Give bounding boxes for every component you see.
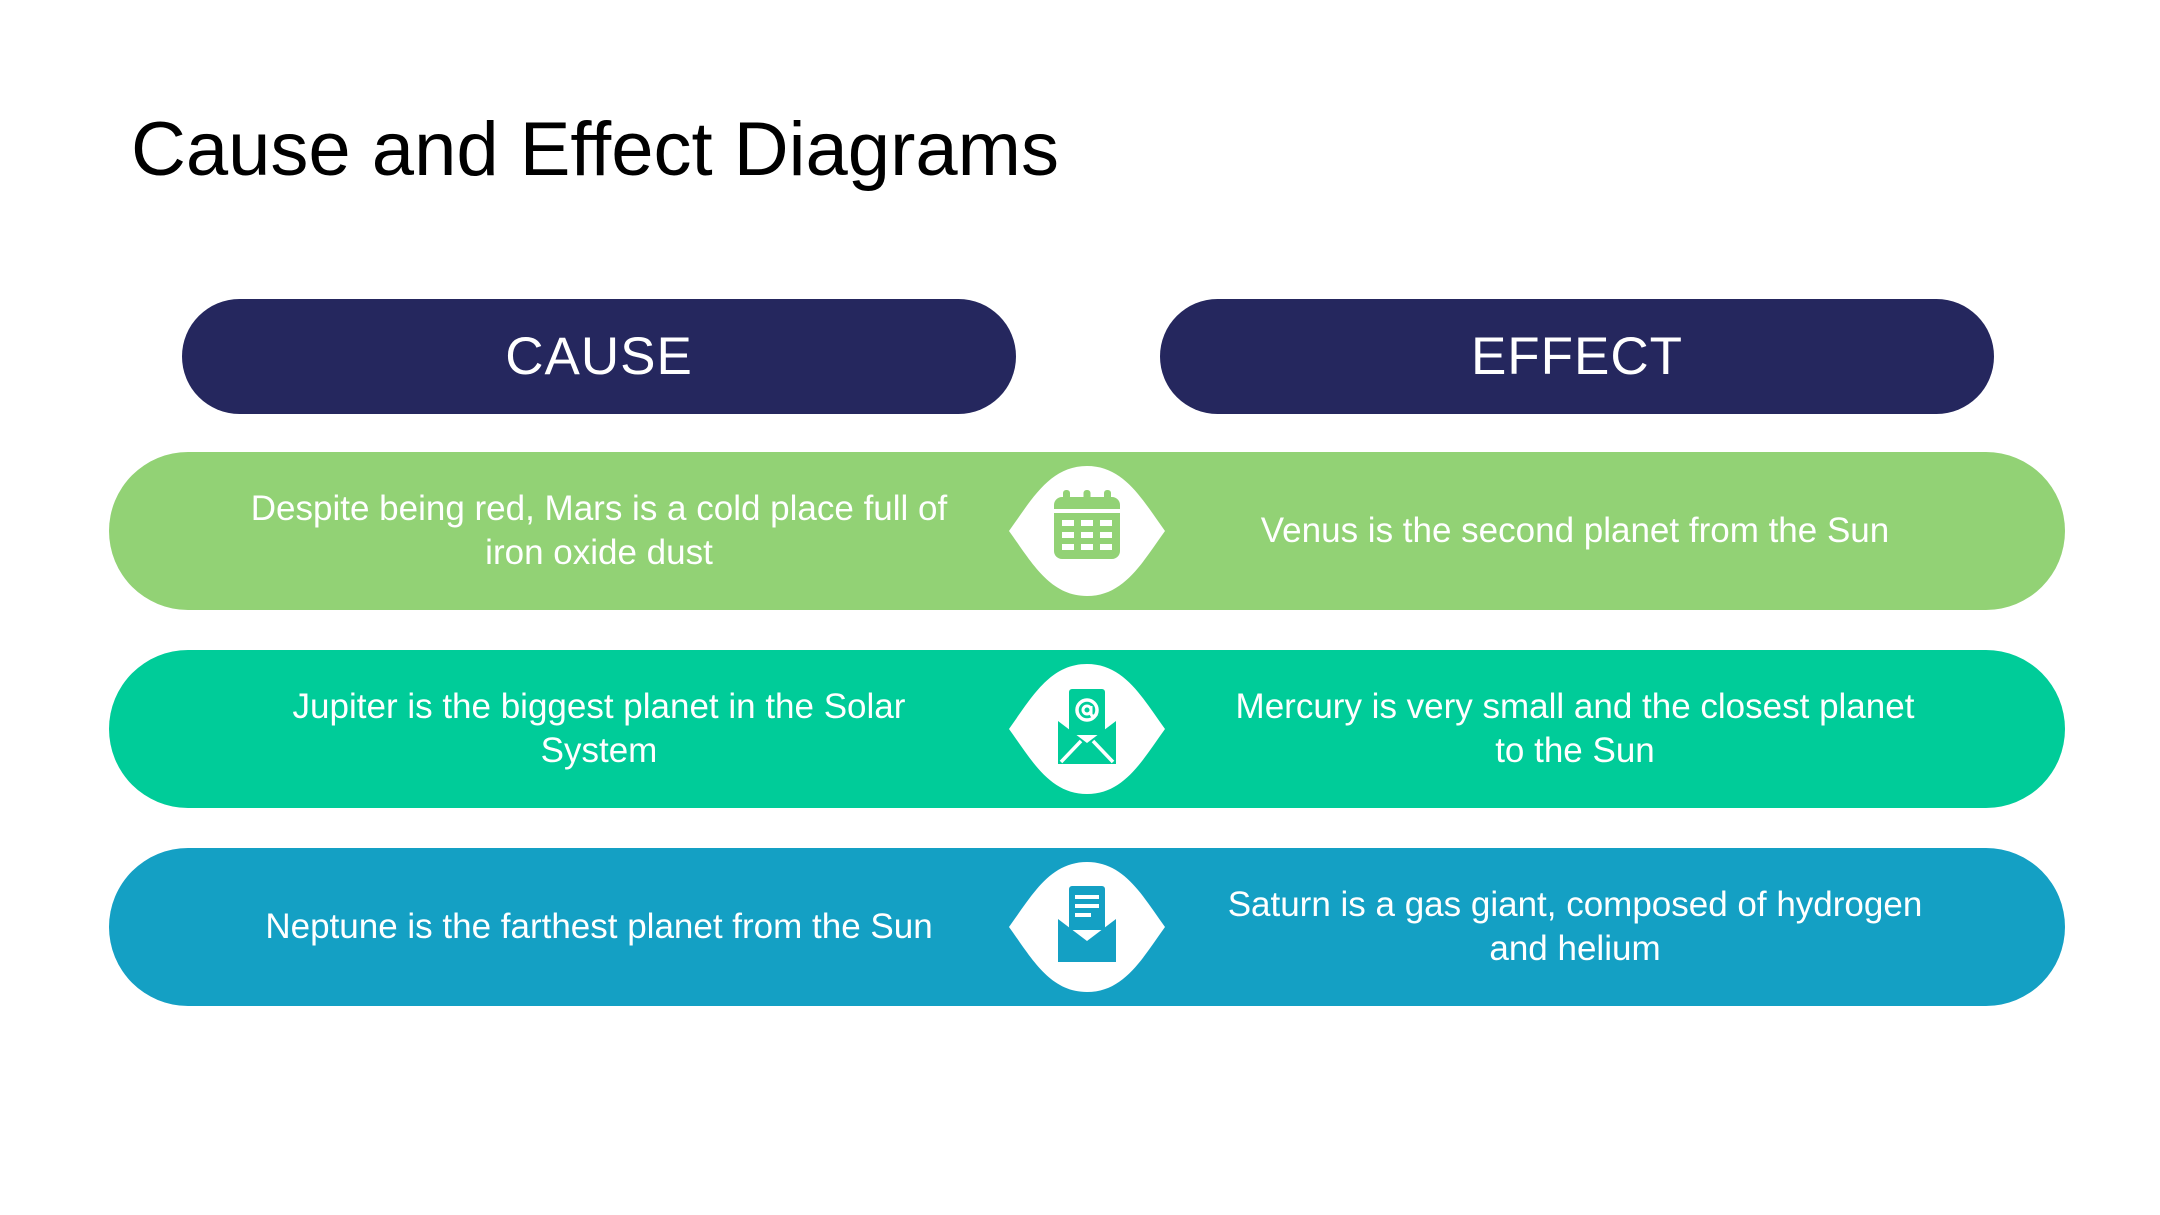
effect-text-2: Mercury is very small and the closest pl… [1235, 687, 1915, 770]
page-title: Cause and Effect Diagrams [131, 107, 1059, 192]
mail-document-icon [1006, 857, 1168, 997]
email-at-icon [1006, 659, 1168, 799]
cause-effect-row-3: Neptune is the farthest planet from the … [109, 848, 2065, 1006]
cause-text-3: Neptune is the farthest planet from the … [265, 907, 933, 946]
effect-text-1: Venus is the second planet from the Sun [1260, 511, 1890, 550]
calendar-icon [1006, 461, 1168, 601]
cause-header: CAUSE [182, 299, 1016, 414]
cause-effect-row-2: Jupiter is the biggest planet in the Sol… [109, 650, 2065, 808]
effect-text-3: Saturn is a gas giant, composed of hydro… [1227, 885, 1923, 968]
cause-effect-row-1: Despite being red, Mars is a cold place … [109, 452, 2065, 610]
effect-header: EFFECT [1160, 299, 1994, 414]
cause-header-label: CAUSE [505, 327, 693, 386]
cause-text-2: Jupiter is the biggest planet in the Sol… [292, 687, 906, 770]
effect-header-label: EFFECT [1470, 327, 1684, 386]
cause-text-1: Despite being red, Mars is a cold place … [250, 489, 948, 572]
